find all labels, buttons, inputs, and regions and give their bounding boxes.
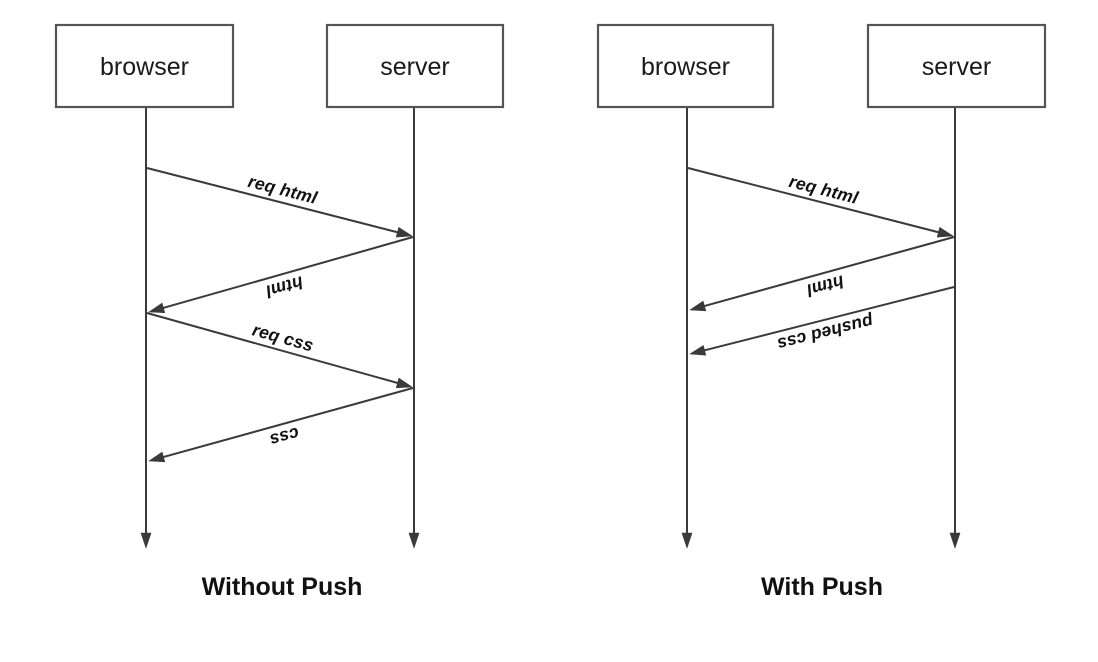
message-css: css	[148, 387, 414, 463]
actor-box-browser[interactable]	[596, 23, 775, 109]
message-req-html: req html	[146, 167, 413, 238]
actor-box-server[interactable]	[866, 23, 1047, 109]
actor-label-server: server	[380, 53, 449, 81]
caption-with-push: With Push	[761, 573, 883, 601]
lifeline-end-arrowhead-browser	[681, 532, 693, 549]
message-line-req-css	[146, 312, 401, 385]
message-arrowhead-css	[148, 451, 166, 463]
message-arrowhead-pushed-css	[689, 345, 707, 356]
caption-without-push: Without Push	[202, 573, 363, 601]
message-arrowhead-html	[148, 302, 166, 314]
message-line-req-html	[687, 167, 942, 234]
message-html: html	[689, 236, 955, 312]
actor-label-browser: browser	[100, 53, 189, 81]
message-line-req-html	[146, 167, 401, 234]
message-arrowhead-req-html	[936, 227, 954, 238]
message-html: html	[148, 236, 414, 314]
message-req-html: req html	[687, 167, 954, 238]
message-arrowhead-req-css	[395, 377, 413, 389]
lifeline-end-arrowhead-browser	[140, 532, 152, 549]
message-label-html: html	[263, 272, 306, 302]
message-line-html	[160, 236, 414, 310]
actor-box-server[interactable]	[325, 23, 505, 109]
actor-box-browser[interactable]	[54, 23, 235, 109]
message-arrowhead-req-html	[395, 227, 413, 238]
lifeline-end-arrowhead-server	[408, 532, 420, 549]
message-req-css: req css	[146, 312, 413, 389]
message-label-pushed-css: pushed css	[775, 311, 876, 355]
message-line-pushed-css	[701, 286, 955, 353]
actor-browser: browser	[596, 23, 775, 549]
diagram-without-push: browser server req html html req csscssWitho…	[54, 23, 505, 601]
message-line-html	[701, 236, 955, 308]
message-arrowhead-html	[689, 300, 707, 312]
actor-server: server	[866, 23, 1047, 549]
actor-browser: browser	[54, 23, 235, 549]
actor-label-browser: browser	[641, 53, 730, 81]
lifeline-end-arrowhead-server	[949, 532, 961, 549]
actor-label-server: server	[922, 53, 991, 81]
actor-server: server	[325, 23, 505, 549]
message-line-css	[160, 387, 414, 459]
